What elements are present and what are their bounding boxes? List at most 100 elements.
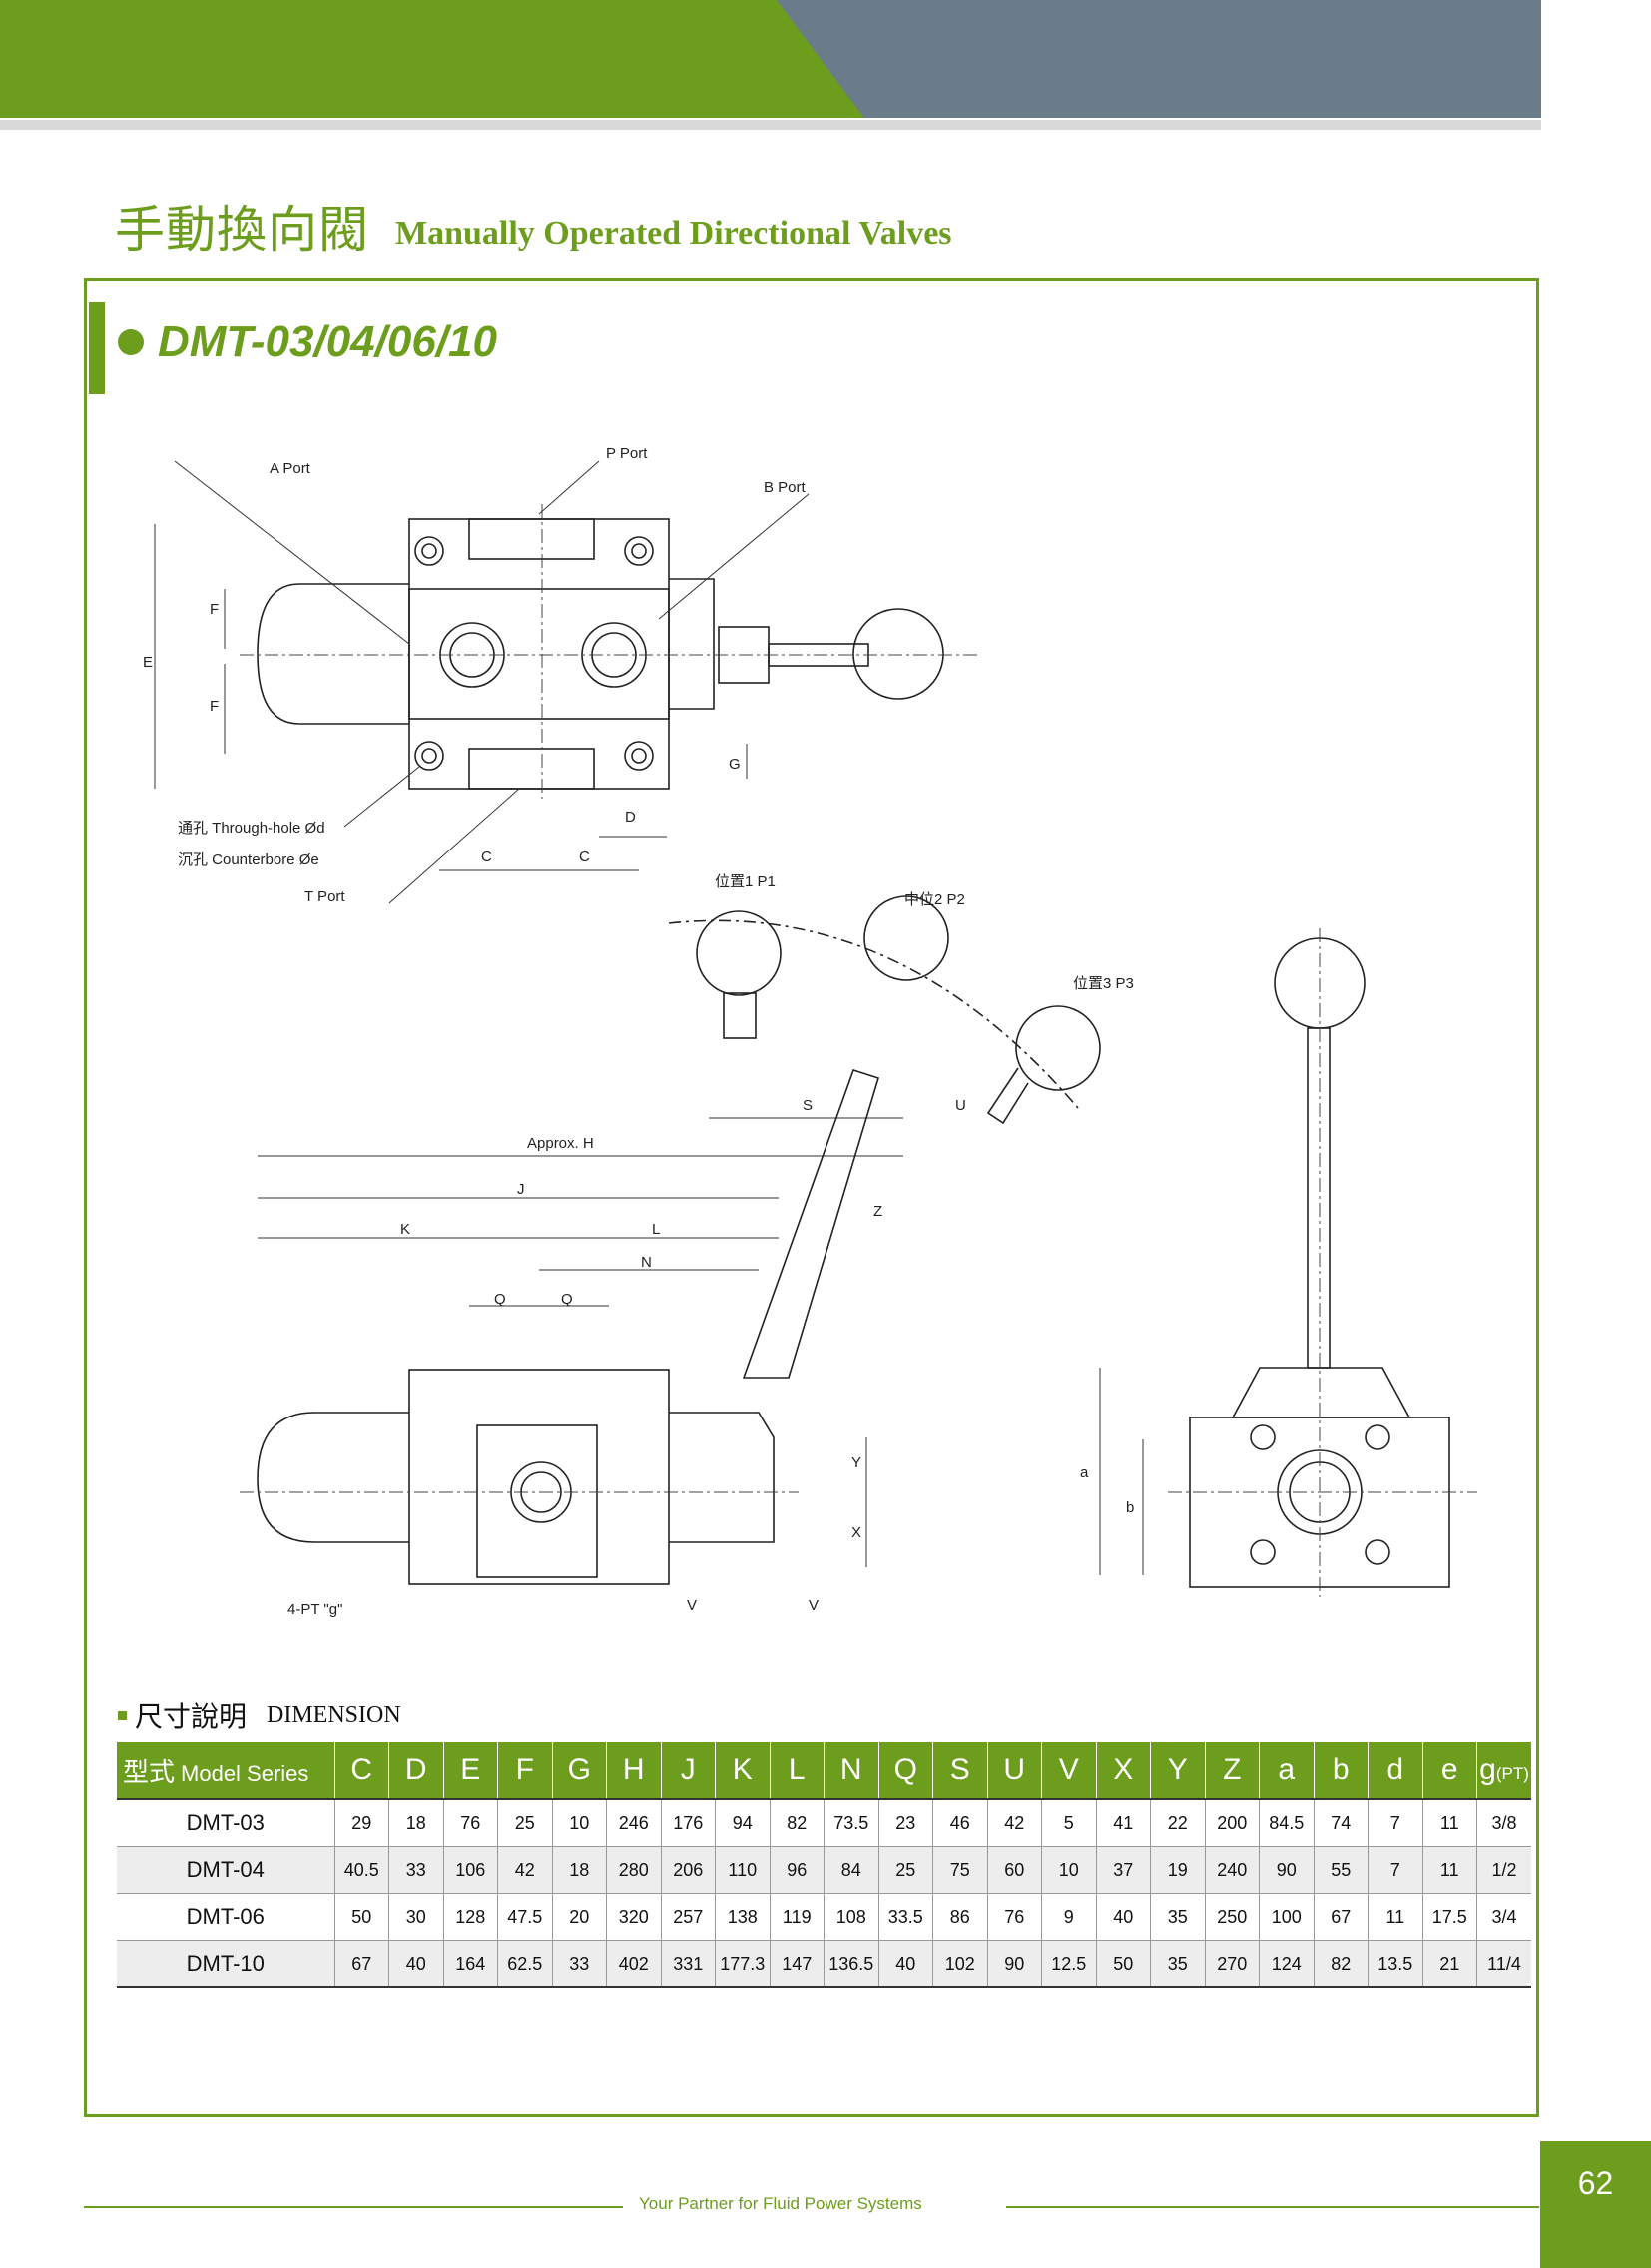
value-cell: 67 <box>333 1940 389 1988</box>
value-cell: 240 <box>1204 1846 1260 1894</box>
value-cell: 50 <box>1095 1940 1151 1988</box>
header-col-a: a <box>1259 1742 1314 1799</box>
value-cell: 76 <box>442 1799 498 1847</box>
header-col-H: H <box>606 1742 661 1799</box>
value-cell: 82 <box>1313 1940 1369 1988</box>
value-cell: 119 <box>769 1893 825 1941</box>
value-cell: 22 <box>1150 1799 1205 1847</box>
bullet-square-icon <box>118 1710 127 1720</box>
value-cell: 10 <box>1041 1846 1096 1894</box>
value-cell: 41 <box>1095 1799 1151 1847</box>
dimension-heading: 尺寸說明 DIMENSION <box>118 1695 401 1735</box>
footer-rule-left <box>84 2206 623 2208</box>
value-cell: 12.5 <box>1041 1940 1096 1988</box>
value-cell: 250 <box>1204 1893 1260 1941</box>
value-cell: 86 <box>932 1893 987 1941</box>
value-cell: 40 <box>388 1940 443 1988</box>
value-cell: 94 <box>715 1799 770 1847</box>
value-cell: 200 <box>1204 1799 1260 1847</box>
page-number: 62 <box>1540 2141 1651 2268</box>
header-col-V: V <box>1041 1742 1096 1799</box>
value-cell: 46 <box>932 1799 987 1847</box>
value-cell: 84.5 <box>1259 1799 1314 1847</box>
value-cell: 60 <box>986 1846 1042 1894</box>
value-cell: 11 <box>1421 1846 1477 1894</box>
header-col-Y: Y <box>1150 1742 1205 1799</box>
value-cell: 106 <box>442 1846 498 1894</box>
value-cell: 33 <box>551 1940 607 1988</box>
value-cell: 11/4 <box>1476 1940 1531 1988</box>
value-cell: 257 <box>660 1893 716 1941</box>
model-cell: DMT-03 <box>117 1799 334 1847</box>
model-heading: DMT-03/04/06/10 <box>118 317 497 367</box>
header-col-C: C <box>333 1742 389 1799</box>
page-title-zh: 手動換向閥 <box>115 201 369 259</box>
bullet-dot-icon <box>118 329 144 355</box>
header-col-d: d <box>1368 1742 1422 1799</box>
header-col-G: G <box>551 1742 607 1799</box>
header-rule <box>0 120 1541 130</box>
header-col-L: L <box>769 1742 825 1799</box>
header-col-g: g(PT) <box>1476 1742 1531 1799</box>
value-cell: 42 <box>497 1846 552 1894</box>
value-cell: 20 <box>551 1893 607 1941</box>
value-cell: 136.5 <box>824 1940 878 1988</box>
header-col-K: K <box>715 1742 770 1799</box>
value-cell: 124 <box>1259 1940 1314 1988</box>
page-title-en: Manually Operated Directional Valves <box>395 215 952 252</box>
footer-rule-right <box>1006 2206 1539 2208</box>
footer-tagline: Your Partner for Fluid Power Systems <box>639 2194 922 2213</box>
model-cell: DMT-06 <box>117 1893 334 1941</box>
value-cell: 33 <box>388 1846 443 1894</box>
value-cell: 100 <box>1259 1893 1314 1941</box>
header-col-b: b <box>1313 1742 1369 1799</box>
value-cell: 102 <box>932 1940 987 1988</box>
value-cell: 3/8 <box>1476 1799 1531 1847</box>
value-cell: 206 <box>660 1846 716 1894</box>
value-cell: 18 <box>551 1846 607 1894</box>
value-cell: 177.3 <box>715 1940 770 1988</box>
value-cell: 13.5 <box>1368 1940 1422 1988</box>
value-cell: 110 <box>715 1846 770 1894</box>
value-cell: 50 <box>333 1893 389 1941</box>
value-cell: 40 <box>877 1940 933 1988</box>
section-accent-bar <box>89 302 105 394</box>
value-cell: 25 <box>497 1799 552 1847</box>
dimension-heading-zh: 尺寸說明 <box>135 1700 248 1733</box>
value-cell: 331 <box>660 1940 716 1988</box>
value-cell: 55 <box>1313 1846 1369 1894</box>
value-cell: 40.5 <box>333 1846 389 1894</box>
value-cell: 280 <box>606 1846 661 1894</box>
value-cell: 30 <box>388 1893 443 1941</box>
value-cell: 17.5 <box>1421 1893 1477 1941</box>
value-cell: 37 <box>1095 1846 1151 1894</box>
value-cell: 21 <box>1421 1940 1477 1988</box>
value-cell: 23 <box>877 1799 933 1847</box>
header-banner <box>0 0 1541 118</box>
value-cell: 90 <box>986 1940 1042 1988</box>
value-cell: 402 <box>606 1940 661 1988</box>
header-col-E: E <box>442 1742 498 1799</box>
value-cell: 11 <box>1421 1799 1477 1847</box>
header-col-S: S <box>932 1742 987 1799</box>
value-cell: 18 <box>388 1799 443 1847</box>
value-cell: 246 <box>606 1799 661 1847</box>
value-cell: 9 <box>1041 1893 1096 1941</box>
value-cell: 62.5 <box>497 1940 552 1988</box>
value-cell: 90 <box>1259 1846 1314 1894</box>
dimension-heading-en: DIMENSION <box>267 1701 401 1728</box>
value-cell: 29 <box>333 1799 389 1847</box>
value-cell: 10 <box>551 1799 607 1847</box>
model-title: DMT-03/04/06/10 <box>158 317 497 366</box>
value-cell: 128 <box>442 1893 498 1941</box>
header-col-U: U <box>986 1742 1042 1799</box>
value-cell: 3/4 <box>1476 1893 1531 1941</box>
value-cell: 147 <box>769 1940 825 1988</box>
value-cell: 67 <box>1313 1893 1369 1941</box>
value-cell: 73.5 <box>824 1799 878 1847</box>
value-cell: 84 <box>824 1846 878 1894</box>
